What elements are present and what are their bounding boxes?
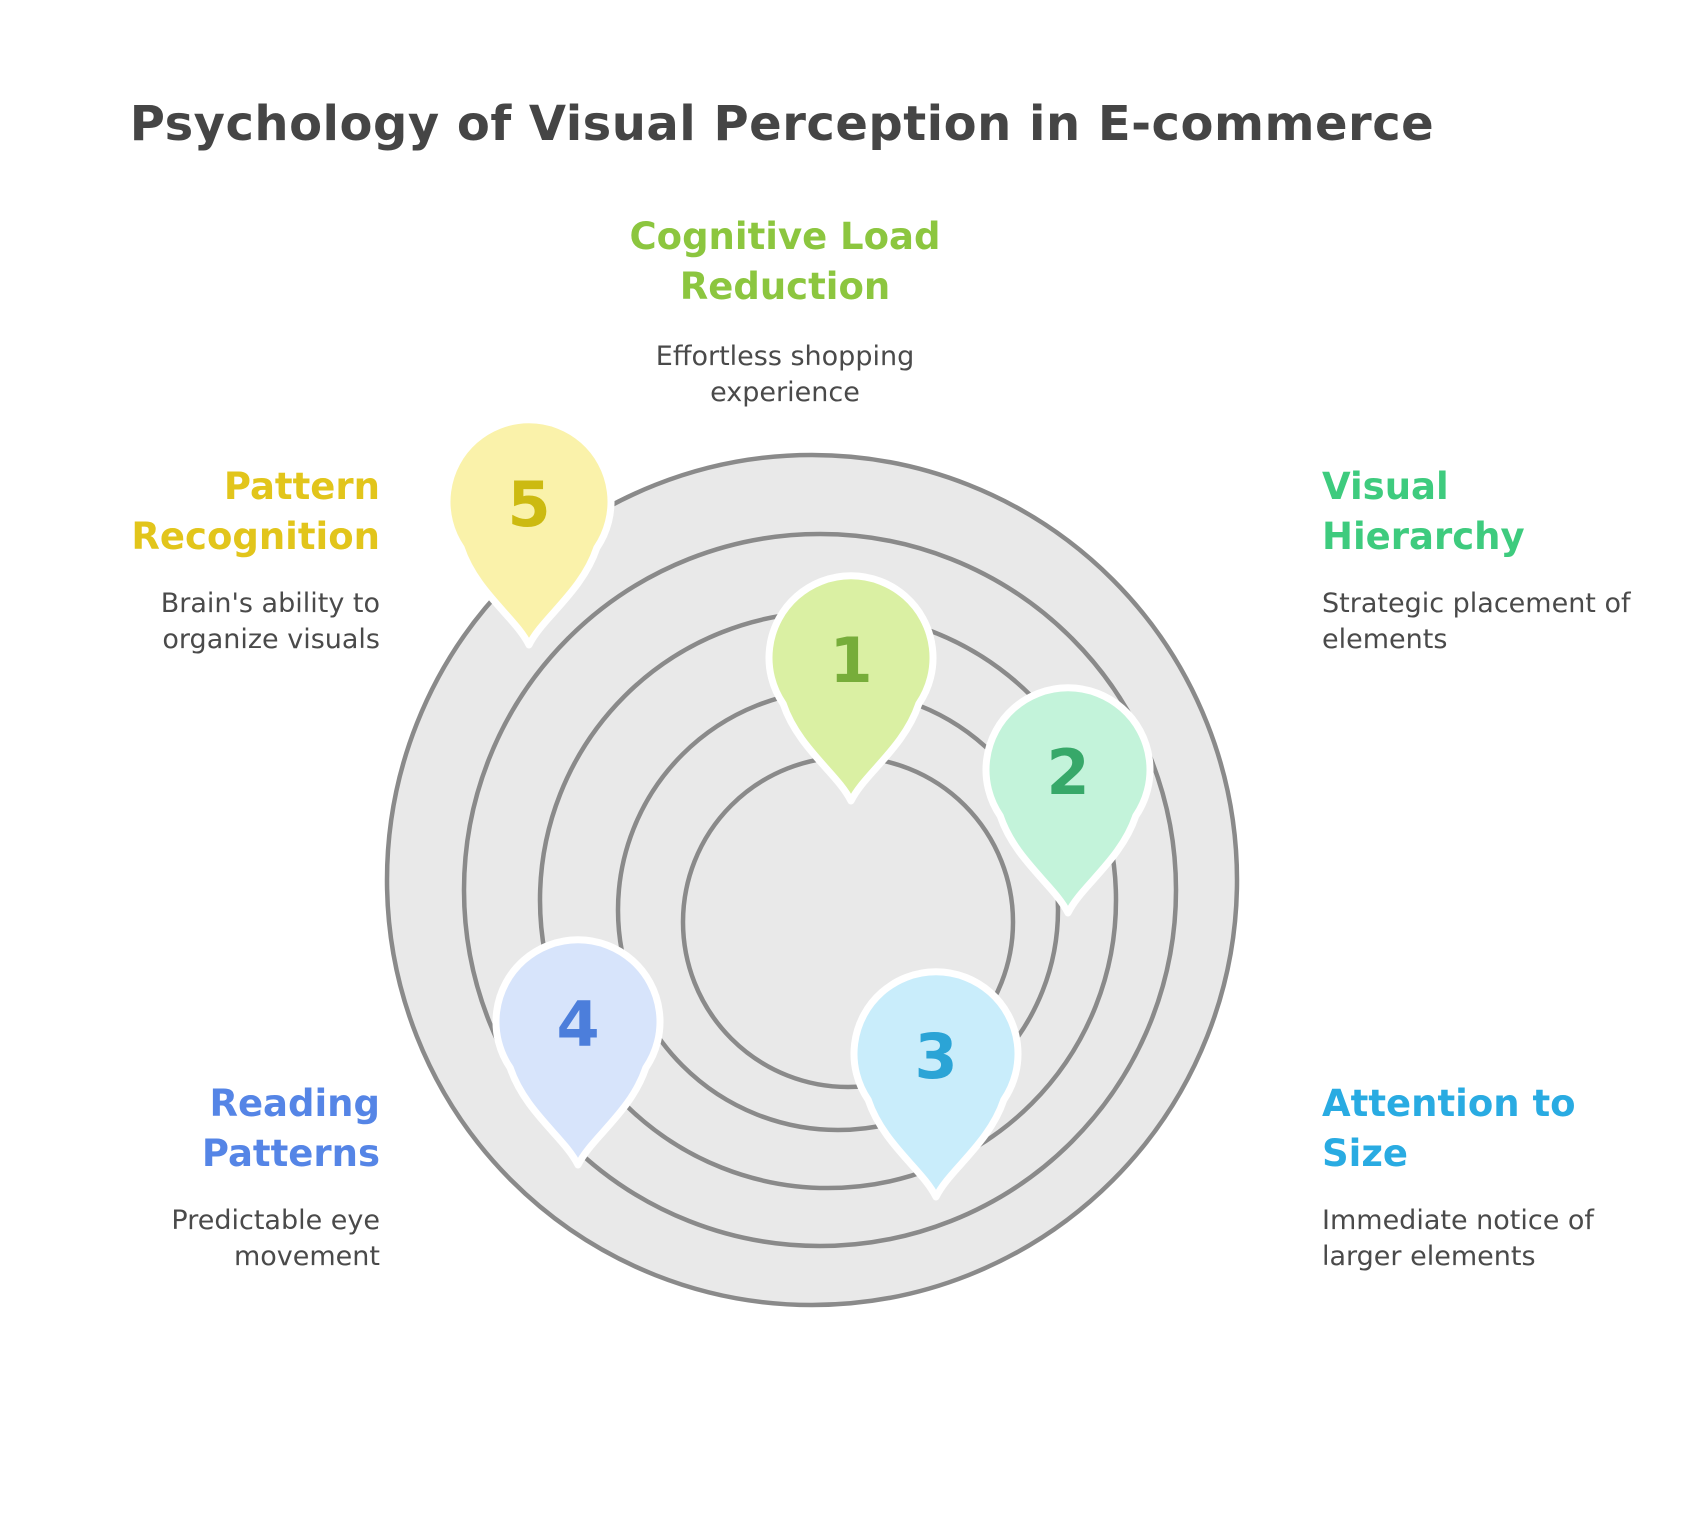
pin-3: 3 (850, 968, 1022, 1201)
section-label: Attention to Size (1322, 1082, 1576, 1175)
pin-2-number: 2 (1046, 736, 1089, 809)
pin-5-number: 5 (507, 468, 550, 541)
pin-2: 2 (982, 684, 1154, 917)
section-pattern-recognition: Pattern Recognition Brain's ability to o… (70, 462, 380, 658)
section-label: Reading Patterns (201, 1082, 380, 1175)
section-label: Cognitive Load Reduction (629, 215, 941, 308)
pin-5-shape (443, 416, 615, 649)
section-label: Pattern Recognition (131, 465, 380, 558)
pin-1-shape (765, 572, 937, 805)
section-description: Predictable eye movement (171, 1204, 380, 1272)
section-visual-hierarchy: Visual Hierarchy Strategic placement of … (1322, 462, 1632, 658)
section-cognitive-load-reduction: Cognitive Load Reduction Effortless shop… (485, 212, 1085, 411)
pin-5: 5 (443, 416, 615, 649)
pin-1: 1 (765, 572, 937, 805)
page-title: Psychology of Visual Perception in E-com… (129, 96, 1435, 152)
spiral-ring-2 (461, 531, 1179, 1249)
pin-4-number: 4 (556, 988, 599, 1061)
pin-4-shape (492, 936, 664, 1169)
pin-4: 4 (492, 936, 664, 1169)
section-description: Immediate notice of larger elements (1322, 1204, 1594, 1272)
pin-3-shape (850, 968, 1022, 1201)
section-attention-to-size: Attention to Size Immediate notice of la… (1322, 1079, 1632, 1275)
section-description: Effortless shopping experience (655, 340, 915, 408)
section-description: Strategic placement of elements (1322, 587, 1631, 655)
pin-3-number: 3 (914, 1020, 957, 1093)
pin-1-number: 1 (829, 624, 872, 697)
pin-2-shape (982, 684, 1154, 917)
section-reading-patterns: Reading Patterns Predictable eye movemen… (70, 1079, 380, 1275)
section-description: Brain's ability to organize visuals (160, 587, 380, 655)
section-label: Visual Hierarchy (1322, 465, 1525, 558)
